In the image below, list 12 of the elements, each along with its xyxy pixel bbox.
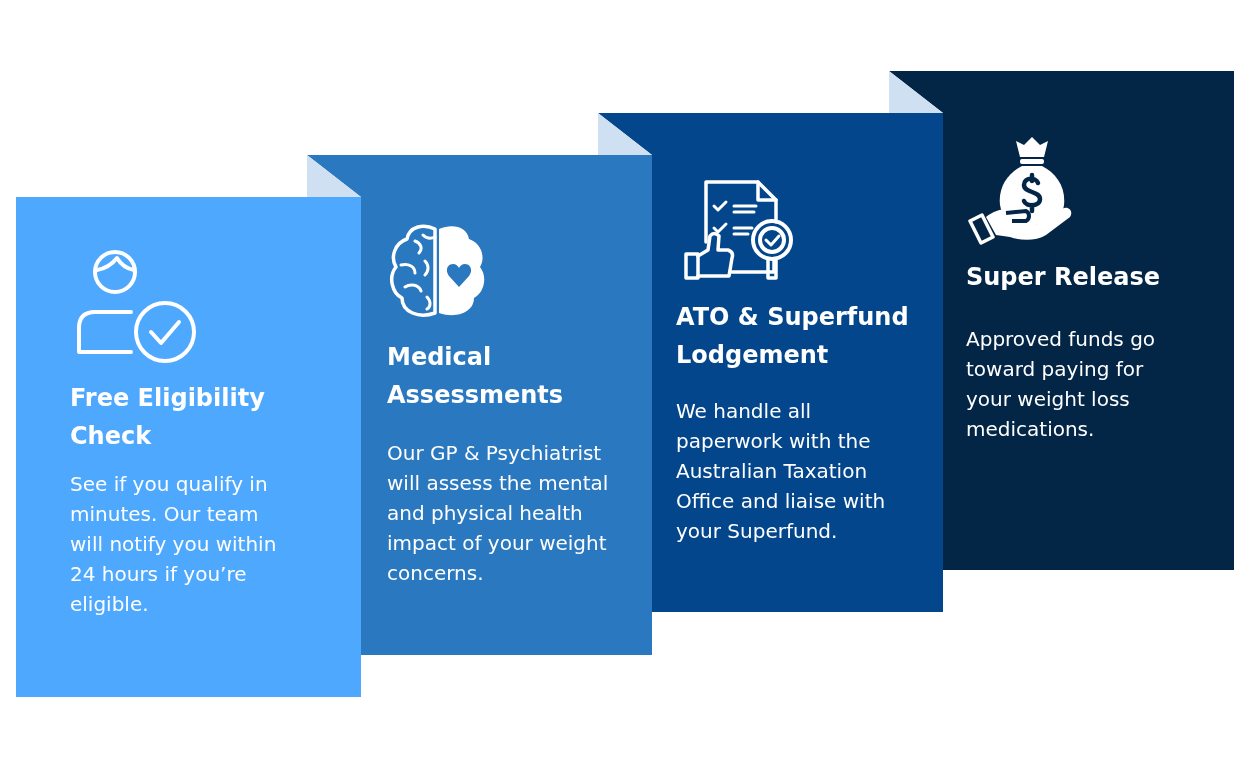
step-title: Medical Assessments bbox=[387, 342, 565, 411]
step-card bbox=[16, 197, 361, 697]
step-card bbox=[361, 155, 652, 655]
step-description: Our GP & Psychiatrist will assess the mental and physical health impact of your weight concerns. bbox=[387, 440, 610, 587]
step-card bbox=[652, 113, 943, 612]
step-title: ATO & Superfund Lodgement bbox=[676, 302, 910, 371]
step-card bbox=[943, 71, 1234, 570]
step-description: We handle all paperwork with the Australian Taxation Office and liaise with your Superfund. bbox=[676, 398, 887, 545]
step-title: Super Release bbox=[966, 262, 1162, 293]
step-description: Approved funds go toward paying for your weight loss medications. bbox=[966, 326, 1157, 443]
step-title: Free Eligibility Check bbox=[70, 383, 266, 452]
step-description: See if you qualify in minutes. Our team will notify you within 24 hours if you’re eligible. bbox=[70, 471, 278, 618]
